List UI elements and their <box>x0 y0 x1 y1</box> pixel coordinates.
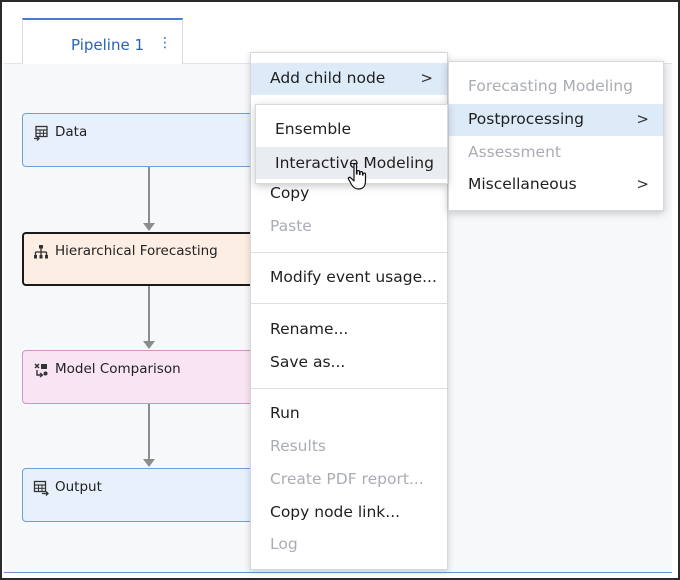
kebab-menu-icon[interactable]: ⋮ <box>158 35 172 51</box>
menu-separator <box>251 252 447 253</box>
menu-item-results[interactable]: Results <box>270 437 326 455</box>
menu-item-rename[interactable]: Rename... <box>270 320 349 338</box>
chevron-right-icon: > <box>420 69 433 87</box>
submenu-item-forecasting-modeling[interactable]: Forecasting Modeling <box>468 77 633 95</box>
menu-item-create-pdf-report[interactable]: Create PDF report... <box>270 470 424 488</box>
tab-label: Pipeline 1 <box>71 36 145 54</box>
hierarchy-icon <box>34 245 48 259</box>
node-label: Model Comparison <box>55 361 181 377</box>
submenu-item-postprocessing[interactable]: Postprocessing > <box>449 104 663 136</box>
menu-item-run[interactable]: Run <box>270 404 300 422</box>
node-label: Data <box>55 124 88 140</box>
connector-line <box>148 167 150 223</box>
submenu-item-miscellaneous[interactable]: Miscellaneous > <box>468 175 649 193</box>
data-table-icon <box>34 125 48 141</box>
submenu-item-ensemble[interactable]: Ensemble <box>275 120 352 138</box>
hand-pointer-cursor-icon <box>347 163 367 190</box>
node-model-comparison[interactable]: Model Comparison <box>22 350 257 404</box>
menu-item-paste[interactable]: Paste <box>270 217 312 235</box>
node-label: Hierarchical Forecasting <box>55 243 218 259</box>
postprocessing-submenu: Ensemble Interactive Modeling <box>255 104 448 184</box>
menu-item-modify-event-usage[interactable]: Modify event usage... <box>270 268 437 286</box>
model-comparison-icon <box>34 363 48 378</box>
add-child-node-submenu: Forecasting Modeling Postprocessing > As… <box>448 61 664 211</box>
connector-arrow-icon <box>143 223 155 231</box>
connector-line <box>148 404 150 459</box>
menu-item-add-child-node[interactable]: Add child node > <box>251 63 447 95</box>
menu-separator <box>251 303 447 304</box>
menu-separator <box>251 388 447 389</box>
chevron-right-icon: > <box>636 110 649 128</box>
node-label: Output <box>55 479 102 495</box>
connector-line <box>148 286 150 341</box>
output-table-icon <box>33 480 49 496</box>
menu-item-save-as[interactable]: Save as... <box>270 353 346 371</box>
connector-arrow-icon <box>143 341 155 349</box>
chevron-right-icon: > <box>636 175 649 193</box>
menu-item-copy-node-link[interactable]: Copy node link... <box>270 503 401 521</box>
tab-pipeline-1[interactable]: Pipeline 1 ⋮ <box>22 18 183 66</box>
node-data[interactable]: Data <box>22 113 257 167</box>
connector-arrow-icon <box>143 459 155 467</box>
submenu-item-assessment[interactable]: Assessment <box>468 143 561 161</box>
submenu-item-interactive-modeling[interactable]: Interactive Modeling <box>256 147 447 179</box>
node-output[interactable]: Output <box>22 468 257 522</box>
node-hierarchical-forecasting[interactable]: Hierarchical Forecasting <box>22 232 257 286</box>
menu-item-log[interactable]: Log <box>270 535 298 553</box>
bottom-divider <box>4 572 672 573</box>
menu-item-copy[interactable]: Copy <box>270 184 310 202</box>
